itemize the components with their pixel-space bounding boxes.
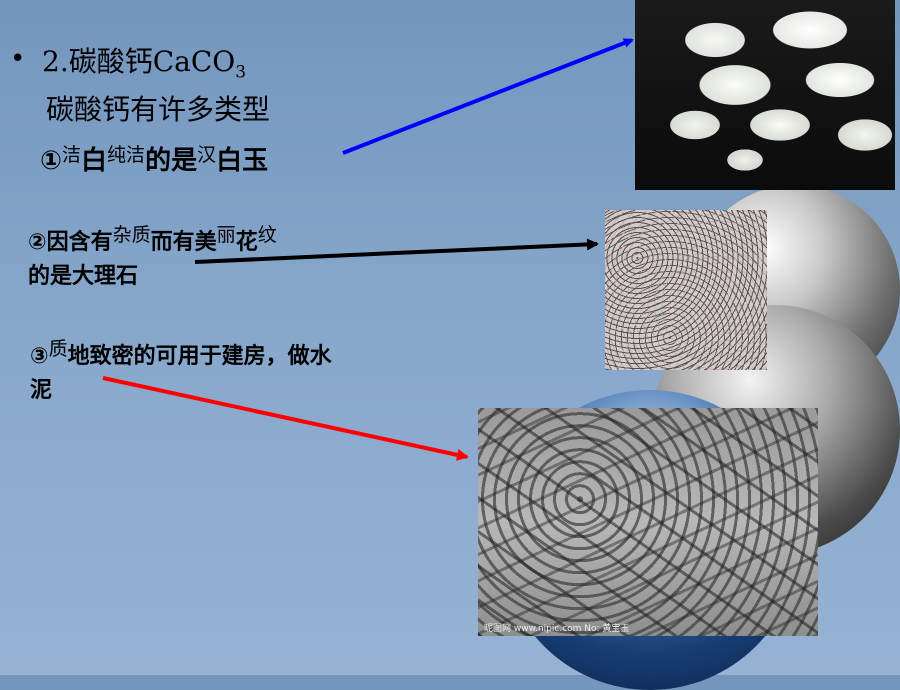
arrow-to-marble [194, 238, 599, 264]
item-2-seg-4: 花 [235, 230, 258, 255]
item-3-seg-0: ③ [30, 344, 49, 369]
item-1-seg-1: 洁 [62, 144, 82, 166]
item-1-jade: ①洁白纯洁的是汉白玉 [40, 140, 268, 177]
arrow-to-bricks [102, 376, 469, 461]
item-1-seg-0: ① [40, 146, 63, 176]
photo-watermark: 昵图网 www.nipic.com No: 黄宝玉 [484, 624, 630, 634]
item-3-limestone-line-1: ③质地致密的可用于建房，做水 [30, 334, 332, 370]
heading-subscript: 3 [235, 62, 247, 83]
item-3-seg-2: 地致密的可用于建房，做水 [67, 344, 332, 369]
item-1-seg-4: 的是 [145, 146, 198, 176]
arrow-to-jade [342, 38, 634, 155]
item-2-seg-3: 丽 [216, 224, 236, 246]
item-2-seg-1: 杂质 [112, 224, 151, 246]
white-jade-photo [635, 0, 895, 190]
heading-text: 2.碳酸钙CaCO [42, 45, 236, 78]
item-1-seg-5: 汉 [197, 144, 217, 166]
item-3-limestone-line-2: 泥 [30, 378, 53, 403]
slide-heading: 2.碳酸钙CaCO3 [42, 40, 246, 83]
item-2-seg-5: 纹 [257, 224, 277, 246]
marble-photo [605, 210, 767, 370]
item-2-marble-line-1: ②因含有杂质而有美丽花纹 [28, 220, 277, 256]
item-1-seg-2: 白 [81, 146, 108, 176]
cement-bricks-photo: 昵图网 www.nipic.com No: 黄宝玉 [478, 408, 818, 636]
item-2-seg-0: ②因含有 [28, 230, 113, 255]
item-2-seg-2: 而有美 [150, 230, 217, 255]
pointer-arrows [102, 38, 634, 461]
item-2-marble-line-2: 的是大理石 [28, 264, 139, 289]
slide-subtitle: 碳酸钙有许多类型 [46, 93, 271, 126]
item-1-seg-6: 白玉 [216, 146, 269, 176]
item-3-seg-1: 质 [48, 338, 68, 360]
bullet-marker: • [10, 44, 26, 74]
item-1-seg-3: 纯洁 [107, 144, 146, 166]
